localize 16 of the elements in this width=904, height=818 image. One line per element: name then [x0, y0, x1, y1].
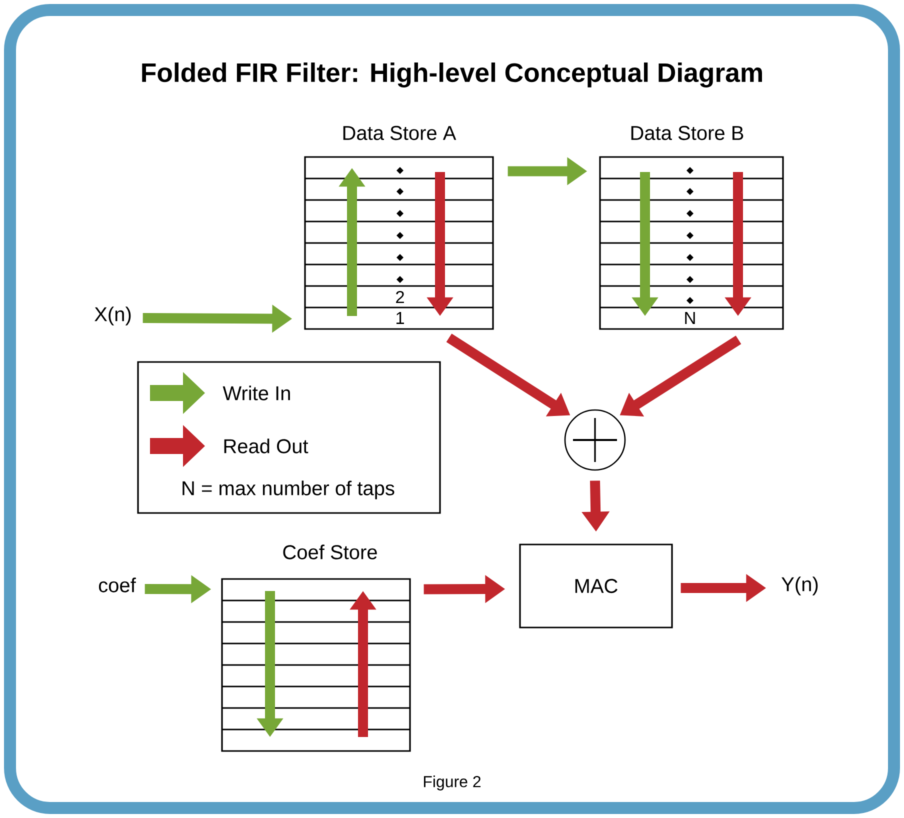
row-label: 1	[396, 312, 404, 324]
signal-label: Y(n)	[782, 576, 818, 596]
store-heading: Coef Store	[283, 544, 377, 560]
adder-symbol	[564, 409, 626, 471]
store-heading: Data Store A	[343, 126, 456, 140]
process-box: MAC	[519, 544, 673, 628]
signal-label: coef	[98, 578, 136, 592]
signal-label: X(n)	[94, 306, 131, 326]
title: Folded FIR Filter: High-level Conceptual Diagram	[142, 62, 762, 88]
row-label: 2	[396, 290, 404, 304]
legend-text: Write In	[222, 386, 290, 400]
store-heading: Data Store B	[631, 126, 744, 140]
caption: Figure 2	[424, 776, 481, 790]
legend-text: Read Out	[224, 438, 308, 454]
legend-note: N = max number of taps	[182, 480, 394, 500]
row-label: N	[685, 312, 695, 324]
